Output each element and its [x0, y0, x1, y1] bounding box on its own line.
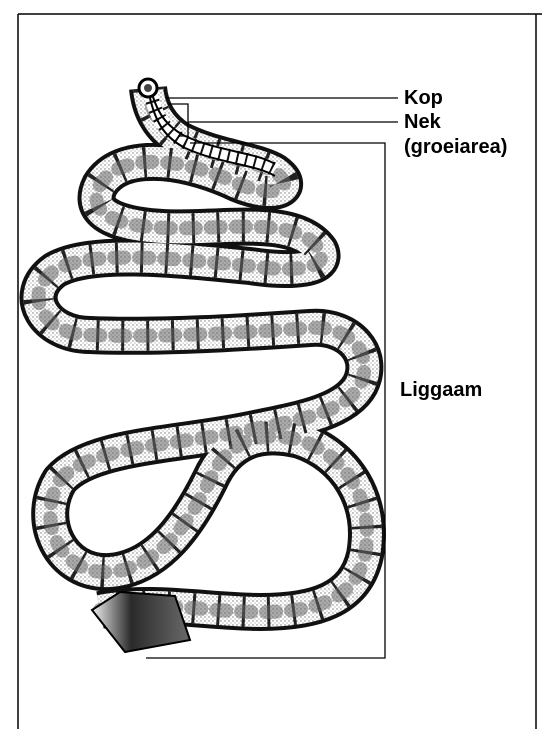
body-label: Liggaam	[400, 380, 482, 400]
tapeworm-head	[139, 79, 157, 97]
head-label: Kop	[404, 88, 443, 108]
neck-sublabel: (groeiarea)	[404, 137, 507, 157]
tapeworm-body	[39, 88, 367, 612]
tapeworm-tail	[92, 592, 190, 652]
neck-label: Nek	[404, 112, 441, 132]
